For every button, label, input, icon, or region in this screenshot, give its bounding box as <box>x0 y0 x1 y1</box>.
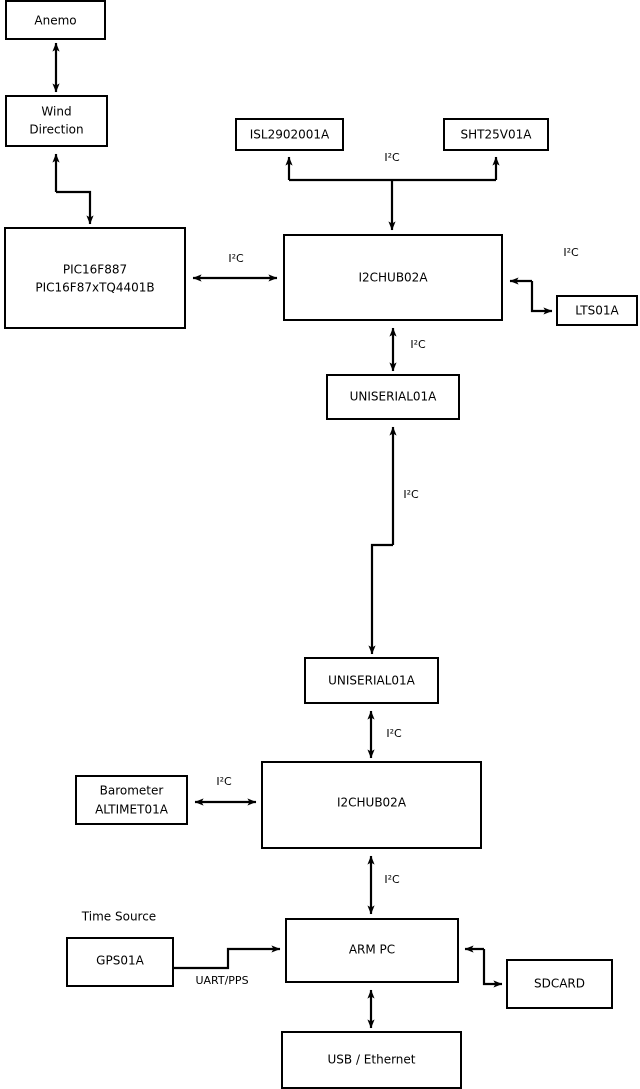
edge-sdcard-to-armpc <box>482 949 503 988</box>
node-usb-ethernet[interactable]: USB / Ethernet <box>281 1031 462 1089</box>
node-anemo-label: Anemo <box>34 14 76 28</box>
node-sdcard-label: SDCARD <box>534 977 585 991</box>
node-barometer-label-line1: Barometer <box>100 784 164 798</box>
node-barometer-altimet01a[interactable]: Barometer ALTIMET01A <box>75 775 188 825</box>
node-sht25v01a-label: SHT25V01A <box>461 128 533 142</box>
node-usb-ethernet-label: USB / Ethernet <box>328 1053 416 1067</box>
edge-label-i2c-hub-uniserial: I²C <box>410 338 426 351</box>
node-wind-direction-label-line1: Wind <box>41 105 71 119</box>
node-pic-label-line1: PIC16F887 <box>63 263 127 277</box>
edge-uniserial-link-jog <box>368 543 393 655</box>
node-isl2902001a-label: ISL2902001A <box>250 128 330 142</box>
node-i2chub02a-top-label: I2CHUB02A <box>358 271 428 285</box>
edge-label-i2c-uniserial-link: I²C <box>403 488 419 501</box>
node-gps01a[interactable]: GPS01A <box>66 937 174 987</box>
node-i2chub02a-top[interactable]: I2CHUB02A <box>283 234 503 321</box>
edge-lts-to-hub <box>530 281 553 315</box>
node-pic-label-line2: PIC16F87xTQ4401B <box>35 281 154 295</box>
edge-label-i2c-pic-hub: I²C <box>228 252 244 265</box>
edge-label-i2c-hub-armpc: I²C <box>384 873 400 886</box>
node-wind-direction[interactable]: Wind Direction <box>5 95 108 147</box>
node-isl2902001a[interactable]: ISL2902001A <box>235 118 344 151</box>
edge-pic-wind-jog <box>56 190 94 225</box>
label-time-source: Time Source <box>81 910 156 924</box>
edge-label-uart-pps: UART/PPS <box>195 974 248 987</box>
edge-label-i2c-uniserial-hub: I²C <box>386 727 402 740</box>
edge-gps-armpc <box>173 945 281 970</box>
node-wind-direction-label-line2: Direction <box>29 123 83 137</box>
node-arm-pc[interactable]: ARM PC <box>285 918 459 983</box>
edge-label-i2c-isl-sht: I²C <box>384 151 400 164</box>
edge-label-i2c-hub-lts: I²C <box>563 246 579 259</box>
node-lts01a-label: LTS01A <box>575 304 619 318</box>
node-pic-microcontroller[interactable]: PIC16F887 PIC16F87xTQ4401B <box>4 227 186 329</box>
node-uniserial01a-upper[interactable]: UNISERIAL01A <box>326 374 460 420</box>
node-barometer-label-line2: ALTIMET01A <box>95 803 169 817</box>
node-i2chub02a-bottom[interactable]: I2CHUB02A <box>261 761 482 849</box>
node-lts01a[interactable]: LTS01A <box>556 295 638 326</box>
node-gps01a-label: GPS01A <box>96 954 144 968</box>
node-sdcard[interactable]: SDCARD <box>506 959 613 1009</box>
node-uniserial01a-lower-label: UNISERIAL01A <box>328 674 416 688</box>
node-i2chub02a-bottom-label: I2CHUB02A <box>337 796 407 810</box>
edge-label-i2c-baro-hub: I²C <box>216 775 232 788</box>
node-uniserial01a-lower[interactable]: UNISERIAL01A <box>304 657 439 704</box>
node-anemo[interactable]: Anemo <box>5 0 106 40</box>
node-arm-pc-label: ARM PC <box>349 943 395 957</box>
node-sht25v01a[interactable]: SHT25V01A <box>443 118 549 151</box>
node-uniserial01a-upper-label: UNISERIAL01A <box>350 390 438 404</box>
